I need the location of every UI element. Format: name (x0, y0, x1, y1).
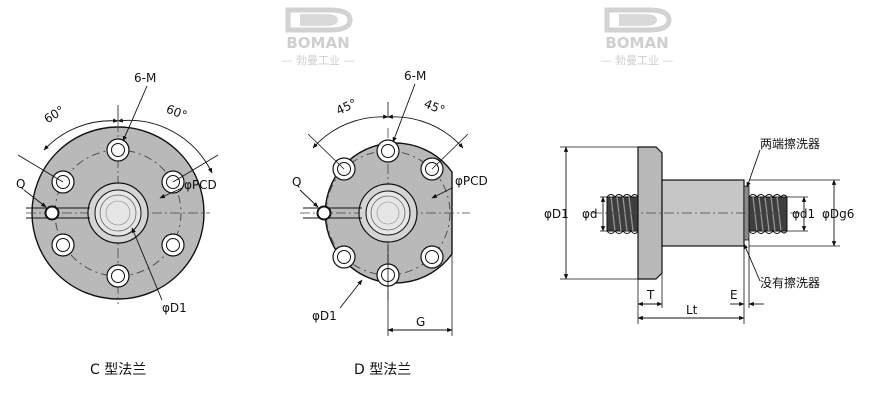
d-angle-left-label: 45° (334, 96, 359, 118)
screw-shaft-right (748, 194, 788, 234)
side-dimension-lines (560, 146, 840, 324)
d-d1-label: φD1 (312, 309, 337, 323)
c-flange-caption: C 型法兰 (90, 362, 146, 378)
d-oil-port (303, 205, 362, 221)
side-dg6-label: φDg6 (822, 207, 854, 221)
c-dimension-lines (17, 85, 219, 301)
c-pcd-circle (54, 149, 182, 277)
c-q-label: Q (16, 177, 25, 191)
bolt-hole-inner (56, 175, 70, 189)
bolt-hole (106, 264, 130, 288)
watermark-right: BOMAN — 勃曼工业 — (601, 7, 674, 67)
c-d1-label: φD1 (162, 301, 187, 315)
d-hub (358, 183, 418, 243)
bolt-hole (420, 245, 444, 269)
c-angle-left-label: 60° (42, 103, 67, 126)
d-dimension-lines (299, 83, 469, 336)
bolt-hole (161, 233, 185, 257)
boman-logo-icon (285, 7, 353, 33)
no-wiper-label: 没有擦洗器 (760, 275, 820, 290)
bolt-hole-inner (111, 269, 125, 283)
c-pcd-label: φPCD (184, 178, 217, 192)
bolt-hole (376, 139, 400, 163)
d-pcd-label: φPCD (455, 174, 488, 188)
c-flange-view: 6-M 60° 60° φPCD Q φD1 C 型法兰 (16, 71, 219, 378)
watermark-subtitle: — 勃曼工业 — (282, 54, 355, 67)
side-d1-label: φD1 (544, 207, 569, 221)
d-holes-label: 6-M (404, 69, 426, 83)
side-lt-label: Lt (686, 303, 698, 317)
side-view: φD1 φd φd1 φDg6 T Lt E 两端擦洗器 没有擦洗器 (544, 137, 854, 324)
c-hub (87, 182, 149, 244)
bolt-hole-inner (425, 250, 439, 264)
screw-shaft-left (606, 194, 639, 234)
boman-logo-icon (604, 7, 672, 33)
d-flange-caption: D 型法兰 (354, 362, 411, 378)
c-oil-port (26, 205, 90, 221)
bolt-hole-inner (425, 162, 439, 176)
bolt-hole-inner (166, 175, 180, 189)
watermark-brand: BOMAN (605, 34, 668, 52)
bolt-hole-inner (56, 238, 70, 252)
side-d-label: φd (582, 207, 598, 221)
watermark-brand: BOMAN (286, 34, 349, 52)
d-g-label: G (416, 315, 425, 329)
side-e-label: E (730, 288, 738, 302)
c-holes-label: 6-M (134, 71, 156, 85)
d-angle-right-label: 45° (422, 97, 447, 118)
wiper-both-ends-label: 两端擦洗器 (760, 137, 820, 151)
bolt-hole-inner (166, 238, 180, 252)
bolt-hole (332, 245, 356, 269)
side-d1-thread-label: φd1 (792, 207, 815, 221)
c-angle-right-label: 60° (164, 102, 189, 123)
d-flange-view: 6-M 45° 45° φPCD Q φD1 G D 型法兰 (292, 69, 488, 378)
bolt-hole (106, 138, 130, 162)
bolt-hole-inner (337, 250, 351, 264)
side-t-label: T (646, 288, 655, 302)
watermark-subtitle: — 勃曼工业 — (601, 54, 674, 67)
bolt-hole-inner (337, 162, 351, 176)
watermark-left: BOMAN — 勃曼工业 — (282, 7, 355, 67)
d-q-label: Q (292, 175, 301, 189)
bolt-hole (51, 233, 75, 257)
